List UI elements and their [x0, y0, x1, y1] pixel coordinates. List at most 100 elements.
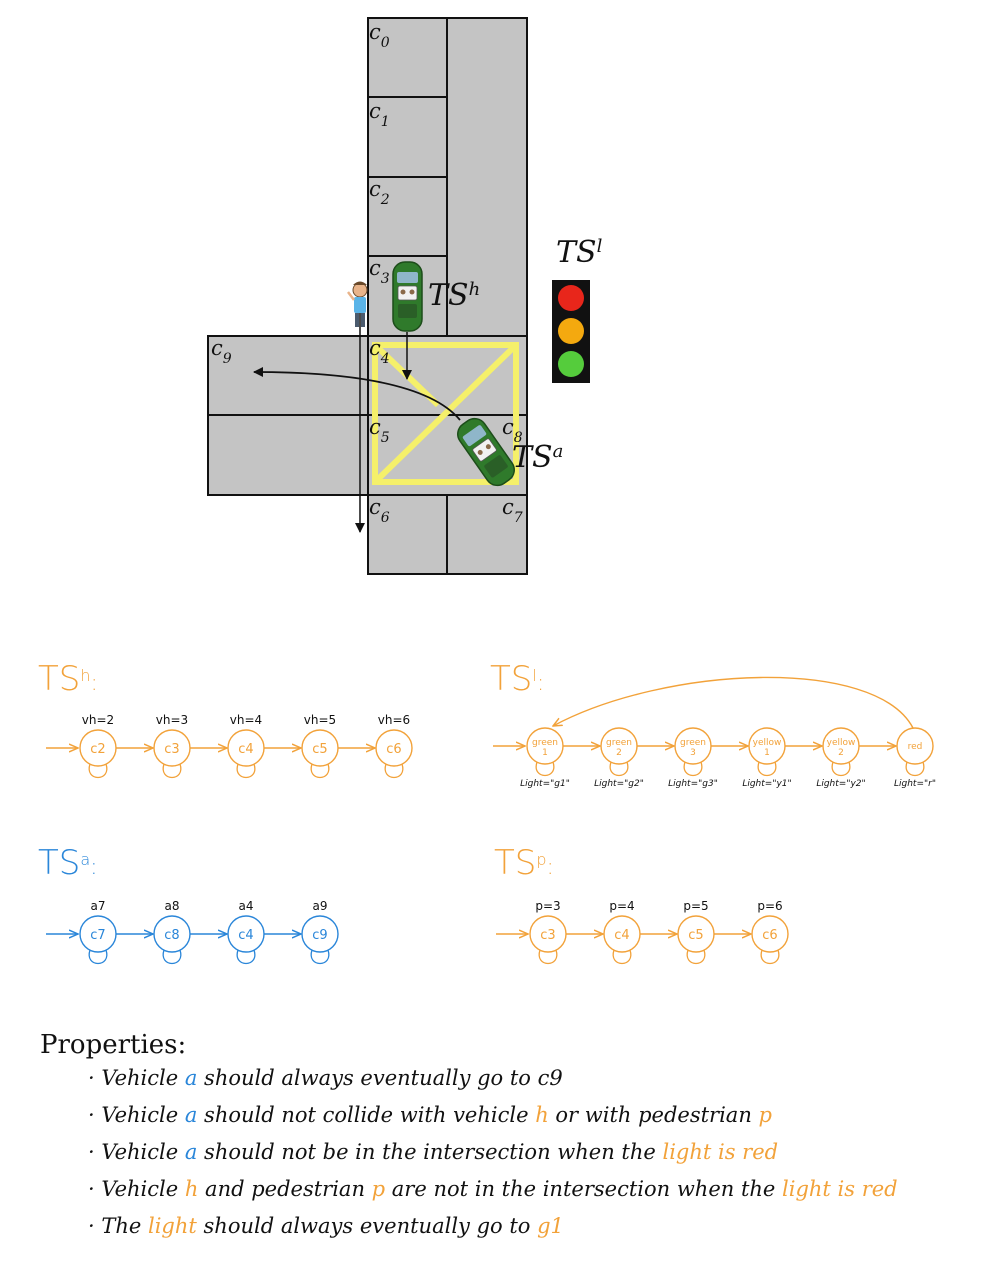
- ts_l-self-loop: [683, 761, 703, 776]
- ts_p-state-label: c3: [540, 928, 555, 943]
- ts_l-state-sublabel: 3: [690, 748, 696, 758]
- ts_l-state-label: yellow: [753, 738, 782, 748]
- ts_h-self-loop: [162, 763, 182, 778]
- ts_p-state-3: c6 p=6: [751, 899, 789, 964]
- ts-h-heading: TSh:: [38, 659, 98, 699]
- ts_a-state-3: c9 a9: [301, 899, 339, 964]
- ts_l-state-label: green: [532, 738, 558, 748]
- ts-l-graph: green1Light="g1"green2Light="g2"green3Li…: [493, 676, 936, 789]
- road-map: c0 c1 c2 c3 c4 c5 c6 c7 c8 c9: [207, 17, 603, 575]
- ts_h-self-loop: [88, 763, 108, 778]
- property-line-4: · Vehicle h and pedestrian p are not in …: [88, 1177, 898, 1201]
- ts_l-self-loop: [757, 761, 777, 776]
- ts_h-variable-label: vh=2: [82, 713, 114, 727]
- ts_h-state-label: c4: [238, 742, 253, 757]
- ts_a-self-loop: [310, 949, 330, 964]
- ts_l-state-label: green: [606, 738, 632, 748]
- ts_l-self-loop: [905, 761, 925, 776]
- traffic-light-green: [558, 351, 584, 377]
- agent-car-arrow: [253, 367, 461, 421]
- ts_a-variable-label: a7: [91, 899, 106, 913]
- ts_h-state-2: c4 vh=4: [227, 713, 265, 778]
- ts_l-variable-label: Light="g2": [594, 779, 644, 789]
- pedestrian-icon: [347, 281, 368, 327]
- ts_l-back-edge-arrow: [553, 676, 914, 729]
- ts_l-state-label: red: [908, 742, 923, 752]
- property-line-1: · Vehicle a should always eventually go …: [88, 1066, 563, 1090]
- ts-a-heading: TSa:: [38, 843, 98, 883]
- ts_a-state-label: c9: [312, 928, 327, 943]
- human-car-icon: [392, 261, 423, 332]
- ts_a-state-label: c8: [164, 928, 179, 943]
- ts_p-self-loop: [760, 949, 780, 964]
- ts_p-self-loop: [612, 949, 632, 964]
- ts_a-state-1: c8 a8: [153, 899, 191, 964]
- ts_l-self-loop: [831, 761, 851, 776]
- ts_l-self-loop: [609, 761, 629, 776]
- ts_p-state-label: c6: [762, 928, 777, 943]
- ts_h-state-label: c5: [312, 742, 327, 757]
- ts_l-variable-label: Light="g3": [668, 779, 718, 789]
- ts_a-self-loop: [236, 949, 256, 964]
- ts_a-variable-label: a9: [313, 899, 328, 913]
- ts_h-self-loop: [310, 763, 330, 778]
- ts_p-state-label: c5: [688, 928, 703, 943]
- property-line-2: · Vehicle a should not collide with vehi…: [88, 1103, 772, 1127]
- property-line-3: · Vehicle a should not be in the interse…: [88, 1140, 779, 1164]
- ts_p-variable-label: p=3: [535, 899, 560, 913]
- ts_p-variable-label: p=4: [609, 899, 634, 913]
- ts_l-state-label: yellow: [827, 738, 856, 748]
- traffic-light-red: [558, 285, 584, 311]
- ts_l-state-sublabel: 1: [764, 748, 770, 758]
- ts_l-variable-label: Light="y2": [816, 779, 865, 789]
- ts_h-state-0: c2 vh=2: [79, 713, 117, 778]
- map-ts-light-label: TSl: [556, 235, 603, 270]
- map-ts-human-label: TSh: [428, 278, 480, 313]
- ts_a-self-loop: [162, 949, 182, 964]
- ts_h-variable-label: vh=4: [230, 713, 262, 727]
- ts_h-state-label: c6: [386, 742, 401, 757]
- ts_p-state-2: c5 p=5: [677, 899, 715, 964]
- cell-c0-index: 0: [381, 35, 390, 51]
- ts_h-variable-label: vh=5: [304, 713, 336, 727]
- properties-section: Properties: · Vehicle a should always ev…: [40, 1030, 980, 1249]
- properties-title: Properties:: [40, 1030, 187, 1060]
- ts_l-self-loop: [535, 761, 555, 776]
- ts_p-self-loop: [538, 949, 558, 964]
- ts-p-heading: TSp:: [494, 843, 554, 883]
- ts_h-variable-label: vh=6: [378, 713, 410, 727]
- ts_a-variable-label: a8: [165, 899, 180, 913]
- ts_h-self-loop: [384, 763, 404, 778]
- ts_p-state-1: c4 p=4: [603, 899, 641, 964]
- traffic-light-yellow: [558, 318, 584, 344]
- ts_p-state-label: c4: [614, 928, 629, 943]
- ts-p-graph: c3 p=3 c4 p=4 c5 p=5 c6 p=6: [496, 899, 789, 964]
- ts_h-state-3: c5 vh=5: [301, 713, 339, 778]
- ts_l-state-sublabel: 2: [616, 748, 622, 758]
- ts_p-variable-label: p=6: [757, 899, 782, 913]
- ts_a-state-label: c4: [238, 928, 253, 943]
- ts_l-variable-label: Light="g1": [520, 779, 570, 789]
- ts_h-state-label: c2: [90, 742, 105, 757]
- ts_p-self-loop: [686, 949, 706, 964]
- ts-l-heading: TSl:: [490, 659, 544, 699]
- agent-car-icon: [457, 417, 515, 487]
- ts_l-state-sublabel: 1: [542, 748, 548, 758]
- property-line-5: · The light should always eventually go …: [88, 1214, 564, 1238]
- ts_l-state-sublabel: 2: [838, 748, 844, 758]
- ts_p-variable-label: p=5: [683, 899, 708, 913]
- ts_h-state-label: c3: [164, 742, 179, 757]
- traffic-light-icon: [552, 280, 590, 383]
